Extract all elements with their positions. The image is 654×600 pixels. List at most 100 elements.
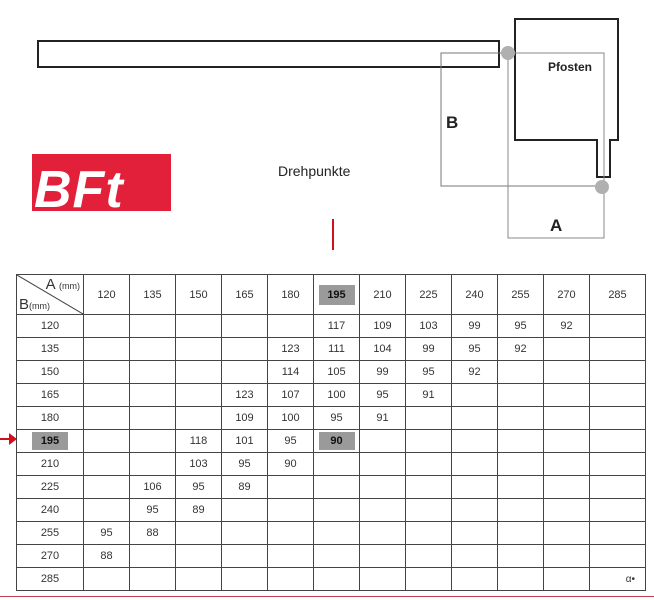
table-cell (359, 498, 406, 522)
table-cell: 95 (175, 475, 222, 499)
table-cell (497, 383, 544, 407)
table-cell (83, 475, 130, 499)
table-cell (451, 406, 498, 430)
table-cell (497, 360, 544, 384)
table-cell (589, 429, 646, 453)
table-cell (221, 521, 268, 545)
post-label: Pfosten (548, 60, 593, 74)
table-cell: 111 (313, 337, 360, 361)
column-header: 240 (451, 274, 498, 315)
table-cell (497, 406, 544, 430)
table-cell (129, 383, 176, 407)
table-cell: 88 (83, 544, 130, 568)
row-header: 240 (16, 498, 84, 522)
table-cell (405, 544, 452, 568)
table-cell (589, 521, 646, 545)
table-cell (359, 544, 406, 568)
table-cell (267, 544, 314, 568)
row-header: 165 (16, 383, 84, 407)
table-cell (451, 544, 498, 568)
table-cell: 95 (359, 383, 406, 407)
table-cell (129, 429, 176, 453)
table-cell (221, 498, 268, 522)
table-cell: 117 (313, 314, 360, 338)
table-cell (267, 567, 314, 591)
table-cell: 91 (359, 406, 406, 430)
table-cell (359, 521, 406, 545)
table-cell (359, 452, 406, 476)
table-cell (497, 521, 544, 545)
pivot-diagram (37, 18, 619, 250)
gate-pivot-dot (501, 46, 515, 60)
table-cell (267, 498, 314, 522)
table-cell (129, 406, 176, 430)
table-cell (313, 521, 360, 545)
highlighted-result-value: 90 (318, 432, 355, 450)
row-header: 210 (16, 452, 84, 476)
row-header: 135 (16, 337, 84, 361)
column-header: 210 (359, 274, 406, 315)
corner-cell: A (mm) B(mm) (16, 274, 84, 315)
table-cell (83, 337, 130, 361)
table-cell (451, 429, 498, 453)
table-cell (543, 567, 590, 591)
table-cell (589, 360, 646, 384)
table-cell (313, 475, 360, 499)
post-outline (514, 18, 619, 178)
table-cell (543, 521, 590, 545)
table-cell: 95 (267, 429, 314, 453)
table-cell (451, 475, 498, 499)
highlighted-row-label: 195 (32, 432, 68, 450)
table-cell (405, 406, 452, 430)
table-cell: 99 (451, 314, 498, 338)
table-cell: 88 (129, 521, 176, 545)
column-header: 135 (129, 274, 176, 315)
corner-a-unit: (mm) (59, 281, 80, 291)
table-cell (589, 383, 646, 407)
table-cell: 99 (359, 360, 406, 384)
column-header: 165 (221, 274, 268, 315)
table-cell (221, 314, 268, 338)
table-cell (221, 567, 268, 591)
table-cell: 95 (405, 360, 452, 384)
row-header: 150 (16, 360, 84, 384)
table-cell (359, 475, 406, 499)
table-cell: 95 (221, 452, 268, 476)
table-cell (175, 337, 222, 361)
table-cell (405, 475, 452, 499)
table-cell: 101 (221, 429, 268, 453)
table-cell (451, 383, 498, 407)
table-cell (497, 544, 544, 568)
table-cell: 100 (313, 383, 360, 407)
logo-text: BFt (34, 161, 124, 219)
table-cell (83, 429, 130, 453)
diagram-title: Drehpunkte (278, 163, 351, 179)
table-cell (175, 314, 222, 338)
table-cell (83, 314, 130, 338)
table-cell: α• (589, 567, 646, 591)
table-cell (83, 406, 130, 430)
column-header: 150 (175, 274, 222, 315)
column-header: 225 (405, 274, 452, 315)
row-arrow-icon (0, 433, 17, 445)
row-header: 120 (16, 314, 84, 338)
table-cell (589, 314, 646, 338)
table-cell (129, 452, 176, 476)
table-cell: 103 (405, 314, 452, 338)
table-cell (451, 567, 498, 591)
table-cell (221, 360, 268, 384)
gate-leaf (37, 40, 500, 68)
table-cell: 95 (83, 521, 130, 545)
table-cell (589, 337, 646, 361)
table-cell (497, 498, 544, 522)
table-cell (405, 429, 452, 453)
table-cell (451, 498, 498, 522)
table-cell: 100 (267, 406, 314, 430)
